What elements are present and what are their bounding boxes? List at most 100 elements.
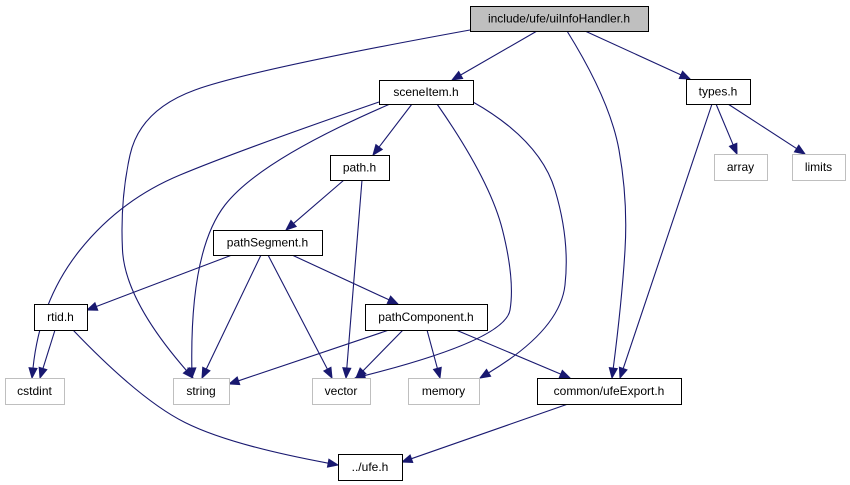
node-box	[34, 304, 88, 331]
node-box	[379, 80, 474, 105]
arrowhead-icon	[355, 367, 367, 379]
arrowhead-icon	[478, 368, 492, 379]
node-label: common/ufeExport.h	[554, 384, 665, 398]
edge-line	[411, 403, 569, 460]
arrowhead-icon	[284, 219, 298, 231]
arrowhead-icon	[187, 367, 197, 380]
edge-line	[121, 29, 471, 371]
node-box	[312, 378, 371, 405]
node-box	[173, 378, 230, 405]
edge-pathSegment-to-string	[201, 254, 262, 380]
edge-line	[566, 30, 627, 369]
edge-pathComponent-to-ufeExport	[455, 329, 572, 379]
edge-line	[727, 103, 797, 150]
node-array: array	[714, 154, 768, 181]
edge-ufeExport-to-ufe	[400, 403, 569, 464]
edge-pathComponent-to-vector	[355, 329, 404, 379]
arrowhead-icon	[322, 366, 333, 380]
edge-rtid-to-cstdint	[38, 329, 56, 380]
node-uiInfoHandler[interactable]: include/ufe/uiInfoHandler.h	[470, 6, 649, 32]
node-label: limits	[805, 160, 832, 174]
edge-types-to-limits	[727, 103, 807, 155]
node-box	[330, 155, 390, 181]
node-box	[408, 378, 480, 405]
node-ufeExport[interactable]: common/ufeExport.h	[537, 378, 682, 405]
edge-pathComponent-to-memory	[426, 329, 442, 380]
node-box	[5, 378, 65, 405]
arrowhead-icon	[386, 295, 400, 305]
node-box	[686, 79, 751, 105]
arrowhead-icon	[342, 367, 352, 380]
arrowhead-icon	[201, 366, 211, 380]
arrowhead-icon	[618, 366, 628, 380]
arrowhead-icon	[608, 366, 619, 380]
edge-line	[584, 30, 682, 76]
node-limits: limits	[792, 154, 846, 181]
edge-rtid-to-ufe	[72, 329, 340, 468]
edge-line	[346, 179, 363, 369]
node-box	[213, 230, 323, 256]
edge-line	[42, 329, 56, 369]
edge-line	[362, 329, 404, 372]
node-label: pathSegment.h	[227, 236, 308, 250]
node-path[interactable]: path.h	[330, 155, 390, 181]
arrowhead-icon	[558, 369, 572, 379]
edge-path-to-vector	[342, 179, 363, 380]
edge-line	[378, 103, 413, 148]
edge-uiInfoHandler-to-sceneItem	[450, 30, 538, 81]
arrowhead-icon	[400, 454, 414, 464]
node-string: string	[173, 378, 230, 405]
edge-uiInfoHandler-to-ufeExport	[566, 30, 627, 380]
node-rtid[interactable]: rtid.h	[34, 304, 88, 331]
edge-path-to-pathSegment	[284, 179, 345, 231]
arrowhead-icon	[793, 144, 807, 155]
node-types[interactable]: types.h	[686, 79, 751, 105]
node-label: path.h	[343, 161, 376, 175]
node-pathSegment[interactable]: pathSegment.h	[213, 230, 323, 256]
arrowhead-icon	[227, 376, 241, 386]
node-pathComponent[interactable]: pathComponent.h	[365, 304, 488, 331]
arrowhead-icon	[678, 70, 692, 80]
edge-sceneItem-to-path	[372, 103, 413, 157]
edge-line	[455, 329, 561, 375]
node-box	[792, 154, 846, 181]
arrowhead-icon	[326, 458, 340, 468]
edge-line	[715, 103, 734, 145]
node-label: array	[727, 160, 754, 174]
edge-line	[622, 103, 713, 369]
arrowhead-icon	[728, 142, 738, 156]
edge-pathSegment-to-pathComponent	[291, 254, 400, 305]
node-label: vector	[325, 384, 358, 398]
edge-uiInfoHandler-to-types	[584, 30, 692, 80]
edge-line	[426, 329, 438, 369]
edge-line	[364, 103, 512, 377]
arrowhead-icon	[28, 367, 38, 380]
edge-line	[291, 254, 390, 301]
edge-types-to-ufeExport	[618, 103, 713, 380]
edge-line	[191, 103, 391, 369]
node-label: string	[186, 384, 215, 398]
arrowhead-icon	[38, 366, 48, 380]
edge-line	[293, 179, 345, 224]
edge-line	[205, 254, 262, 370]
edge-pathSegment-to-vector	[267, 254, 333, 380]
node-box	[338, 454, 403, 481]
node-box	[537, 378, 682, 405]
node-vector: vector	[312, 378, 371, 405]
node-box	[365, 304, 488, 331]
edge-types-to-array	[715, 103, 738, 156]
node-label: include/ufe/uiInfoHandler.h	[488, 12, 630, 26]
edges-layer	[28, 29, 807, 468]
node-box	[470, 6, 649, 32]
node-label: pathComponent.h	[378, 310, 473, 324]
arrowhead-icon	[450, 70, 464, 81]
arrowhead-icon	[432, 366, 442, 380]
node-ufe[interactable]: ../ufe.h	[338, 454, 403, 481]
arrowhead-icon	[85, 301, 99, 311]
node-sceneItem[interactable]: sceneItem.h	[379, 80, 474, 105]
node-label: rtid.h	[47, 310, 74, 324]
edge-sceneItem-to-cstdint	[28, 101, 380, 380]
edge-sceneItem-to-memory	[472, 101, 567, 379]
node-label: types.h	[699, 85, 738, 99]
